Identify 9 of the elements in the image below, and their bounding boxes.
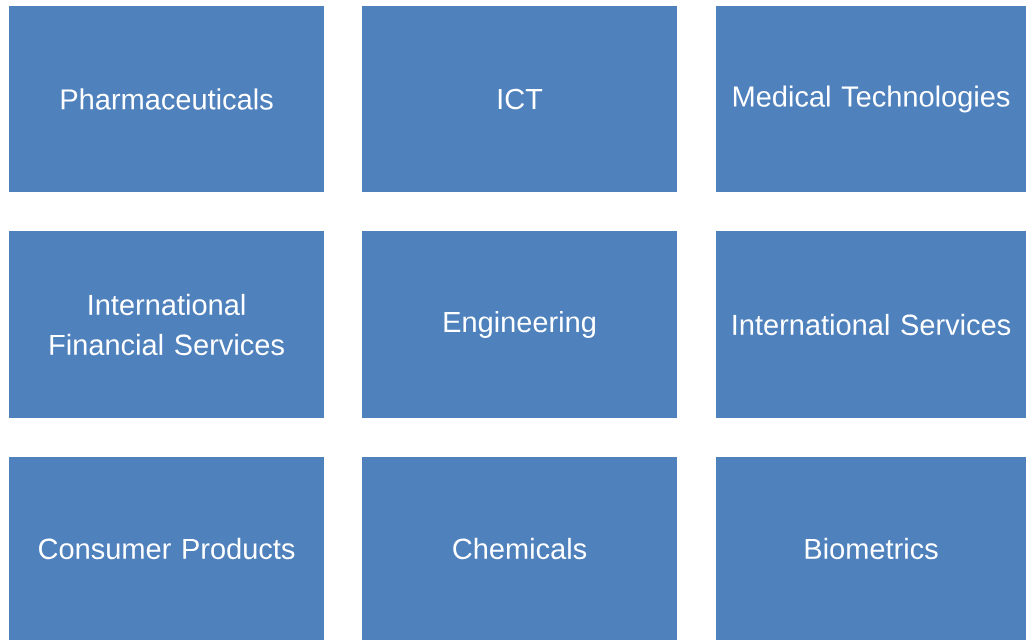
sector-box: International Financial Services (9, 231, 324, 418)
sector-box: Chemicals (362, 457, 677, 640)
sector-box: ICT (362, 6, 677, 192)
sector-box: Medical Technologies (716, 6, 1026, 192)
sector-box: Pharmaceuticals (9, 6, 324, 192)
sector-box: Engineering (362, 231, 677, 418)
sector-box: International Services (716, 231, 1026, 418)
sector-box: Biometrics (716, 457, 1026, 640)
sector-box: Consumer Products (9, 457, 324, 640)
